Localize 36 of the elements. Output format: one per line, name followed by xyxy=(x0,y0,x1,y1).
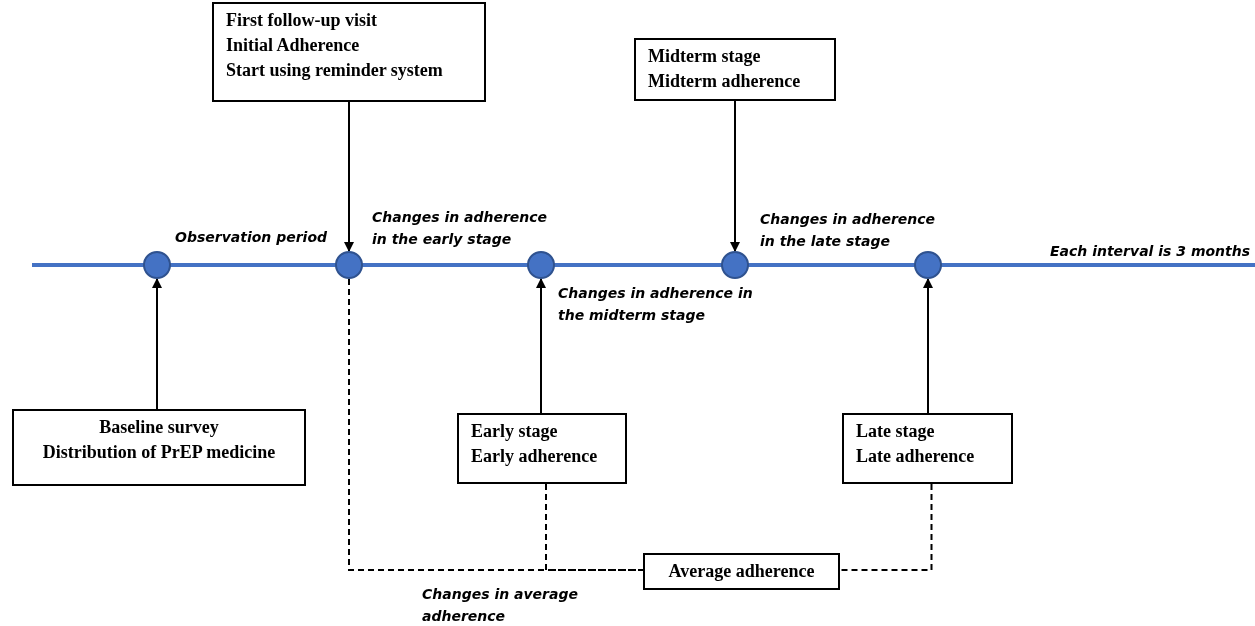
connector-line xyxy=(545,483,644,571)
arrow xyxy=(152,278,162,410)
timeline-point xyxy=(721,251,749,279)
text-box xyxy=(643,553,840,590)
arrow xyxy=(923,278,933,414)
box-text: Distribution of PrEP medicine xyxy=(41,441,277,464)
timeline-point xyxy=(335,251,363,279)
timeline-point xyxy=(143,251,171,279)
box-text: Late adherence xyxy=(856,445,976,468)
box-text: First follow-up visit xyxy=(226,9,378,32)
timeline-point xyxy=(527,251,555,279)
box-text: Midterm adherence xyxy=(648,70,802,93)
text-box xyxy=(212,2,486,102)
arrow xyxy=(536,278,546,414)
text-box xyxy=(634,38,836,101)
annotation-text: Changes in adherence in the late stage xyxy=(760,210,937,251)
annotation-text: Changes in average adherence xyxy=(422,585,579,626)
timeline-point xyxy=(914,251,942,279)
annotation-text: Changes in adherence in the midterm stage xyxy=(558,284,754,325)
arrow xyxy=(730,100,740,252)
connector-line xyxy=(839,483,933,571)
box-text: Late stage xyxy=(856,420,936,443)
annotation-text: Observation period xyxy=(175,228,329,247)
box-text: Average adherence xyxy=(667,560,816,583)
arrow xyxy=(344,101,354,252)
box-text: Early stage xyxy=(471,420,559,443)
text-box xyxy=(12,409,306,486)
text-box xyxy=(842,413,1013,484)
box-text: Initial Adherence xyxy=(226,34,361,57)
annotation-text: Changes in adherence in the early stage xyxy=(372,208,549,249)
box-text: Early adherence xyxy=(471,445,599,468)
text-box xyxy=(457,413,627,484)
box-text: Midterm stage xyxy=(648,45,762,68)
box-text: Start using reminder system xyxy=(226,59,444,82)
box-text: Baseline survey xyxy=(98,416,220,439)
annotation-text: Each interval is 3 months xyxy=(1050,242,1252,261)
